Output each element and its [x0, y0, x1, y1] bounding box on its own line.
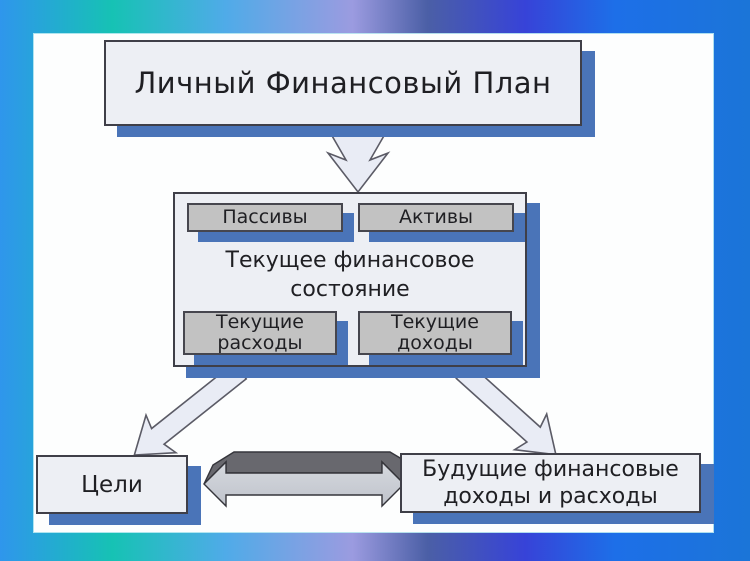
current-state-box: Пассивы Активы Текущее финансовое состоя… — [173, 192, 527, 367]
current-state-heading-text: Текущее финансовое состояние — [225, 248, 475, 302]
goals-label: Цели — [81, 471, 143, 498]
current-income-box: Текущие доходы — [358, 311, 512, 355]
title-label: Личный Финансовый План — [134, 66, 552, 100]
current-income-label: Текущие доходы — [391, 311, 479, 354]
future-finances-label: Будущие финансовые доходы и расходы — [422, 457, 679, 509]
assets-box: Активы — [358, 203, 514, 232]
liabilities-box: Пассивы — [187, 203, 343, 232]
liabilities-label: Пассивы — [222, 206, 308, 228]
assets-label: Активы — [398, 206, 474, 228]
current-state-heading: Текущее финансовое состояние — [175, 246, 525, 304]
current-expenses-label: Текущие расходы — [216, 311, 304, 354]
title-box: Личный Финансовый План — [104, 40, 582, 126]
future-finances-box: Будущие финансовые доходы и расходы — [400, 453, 701, 513]
current-expenses-box: Текущие расходы — [183, 311, 337, 355]
goals-box: Цели — [36, 455, 188, 514]
